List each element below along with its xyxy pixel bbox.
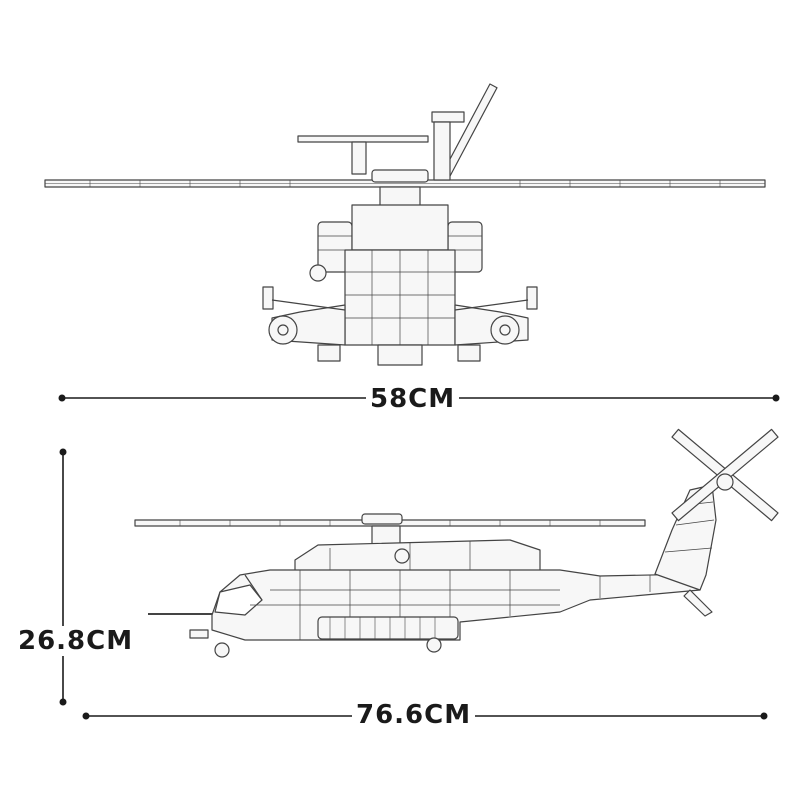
side-sponson bbox=[317, 616, 459, 640]
front-wheel-right bbox=[490, 315, 520, 345]
front-view-helicopter bbox=[44, 83, 766, 366]
width-label: 58CM bbox=[366, 386, 460, 412]
side-tail-rotor bbox=[671, 428, 779, 522]
length-label: 76.6CM bbox=[352, 702, 476, 728]
side-view-helicopter bbox=[134, 428, 779, 658]
height-dimension-line bbox=[59, 448, 67, 706]
side-main-wheel bbox=[426, 637, 442, 653]
side-nose-wheel bbox=[214, 642, 230, 658]
height-label: 26.8CM bbox=[18, 626, 134, 656]
front-wheel-left bbox=[268, 315, 298, 345]
side-tail-pylon bbox=[654, 484, 717, 591]
